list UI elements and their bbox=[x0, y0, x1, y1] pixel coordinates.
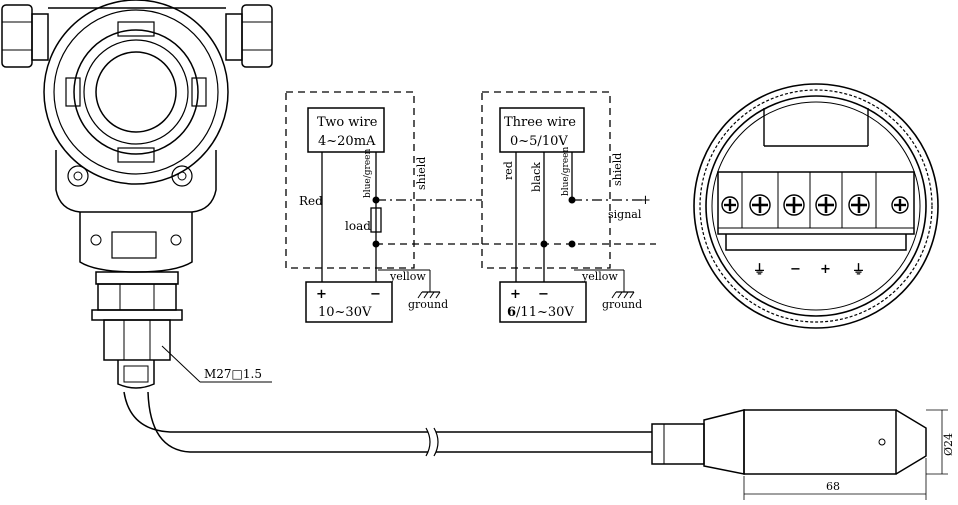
wire-bluegreen-label: blue/green bbox=[363, 148, 373, 198]
ground-label-3: ground bbox=[602, 298, 642, 311]
supply-plus: + bbox=[316, 287, 327, 302]
dimension-diameter: Ø24 bbox=[942, 433, 955, 456]
supply-plus-3: + bbox=[510, 287, 521, 302]
terminal-screw-3 bbox=[815, 194, 837, 216]
transmitter-drawing bbox=[1, 0, 273, 389]
three-wire-module bbox=[481, 91, 656, 323]
terminal-screw-5 bbox=[891, 196, 909, 214]
three-wire-output: 0~5/10V bbox=[510, 134, 568, 149]
load-label: load bbox=[345, 219, 371, 233]
supply-voltage: 10~30V bbox=[318, 305, 372, 320]
shield-label: shield bbox=[415, 157, 428, 190]
wire-bluegreen-label-3: blue/green bbox=[561, 146, 571, 196]
terminal-symbol-ground: ⏚ bbox=[753, 263, 766, 278]
terminal-screw-2 bbox=[783, 194, 805, 216]
two-wire-output: 4~20mA bbox=[318, 134, 376, 149]
terminal-symbol-minus: − bbox=[790, 262, 801, 277]
cable-and-probe bbox=[123, 391, 948, 500]
terminal-screw-1 bbox=[749, 194, 771, 216]
terminal-block bbox=[693, 83, 939, 329]
wire-red-label-3: red bbox=[502, 161, 515, 180]
terminal-screw-4 bbox=[848, 194, 870, 216]
yellow-label-3: yellow bbox=[581, 270, 618, 283]
wire-black-label: black bbox=[530, 162, 543, 192]
ground-label: ground bbox=[408, 298, 448, 311]
two-wire-module bbox=[285, 91, 482, 323]
supply-minus-3: − bbox=[538, 287, 549, 302]
supply-voltage-3: 6/11~30V bbox=[507, 305, 574, 320]
terminal-screw-0 bbox=[721, 196, 739, 214]
thread-label: M27□1.5 bbox=[204, 367, 262, 381]
three-wire-title: Three wire bbox=[504, 115, 576, 130]
terminal-symbol-plus: + bbox=[820, 262, 831, 277]
dimension-length: 68 bbox=[826, 480, 840, 493]
two-wire-title: Two wire bbox=[317, 115, 378, 130]
signal-label: signal bbox=[608, 208, 642, 221]
signal-plus: + bbox=[640, 193, 651, 208]
shield-label-3: shield bbox=[611, 153, 624, 186]
terminal-symbol-chassis: ⏚ bbox=[852, 263, 865, 278]
supply-minus: − bbox=[370, 287, 381, 302]
wire-red-label: Red bbox=[299, 194, 323, 208]
yellow-label: yellow bbox=[389, 270, 426, 283]
